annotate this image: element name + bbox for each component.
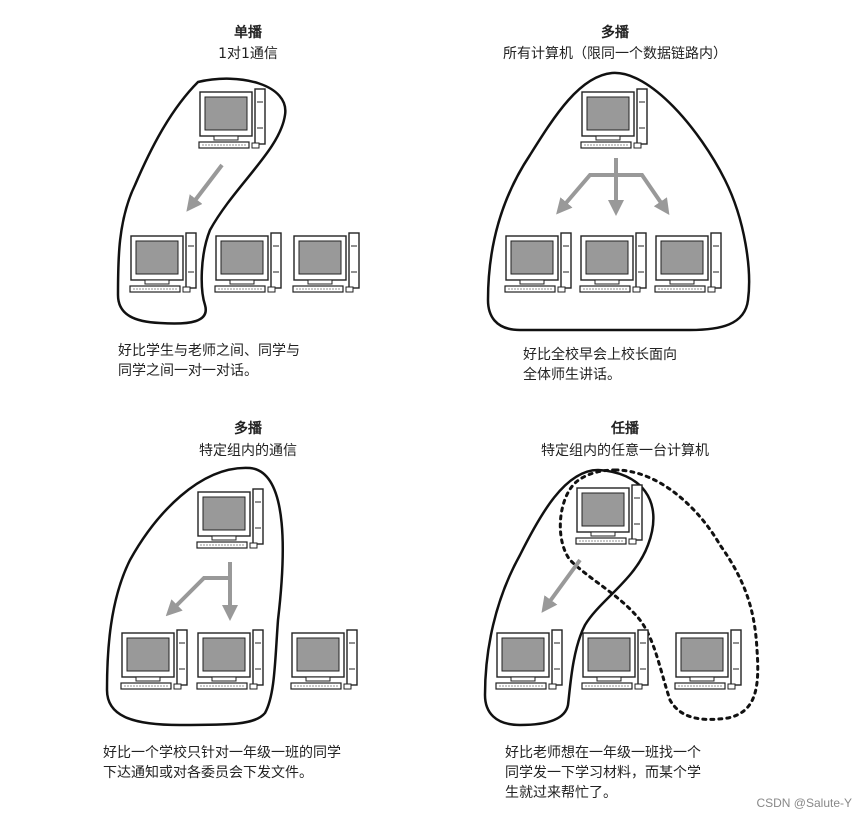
unicast-group-boundary	[116, 77, 287, 325]
caption-line: 同学之间一对一对话。	[118, 363, 258, 379]
broadcast-group-boundary	[486, 71, 751, 332]
caption-line: 好比老师想在一年级一班找一个	[505, 745, 701, 761]
caption-line: 好比一个学校只针对一年级一班的同学	[103, 745, 341, 761]
caption-line: 同学发一下学习材料，而某个学	[505, 765, 701, 781]
anycast-dotted-boundary	[558, 468, 760, 721]
unicast-receiver-computer	[129, 232, 197, 293]
computer	[214, 232, 282, 293]
broadcast-arrows	[556, 158, 670, 216]
anycast-arrow	[541, 558, 582, 613]
panel-unicast-caption: 好比学生与老师之间、同学与 同学之间一对一对话。	[118, 341, 300, 381]
computer	[290, 629, 358, 690]
panel-broadcast-subtitle: 所有计算机（限同一个数据链路内）	[503, 46, 727, 62]
computer	[579, 232, 647, 293]
panel-multicast-subtitle: 特定组内的通信	[199, 443, 297, 459]
anycast-receiver-computer	[495, 629, 563, 690]
panel-anycast-caption: 好比老师想在一年级一班找一个 同学发一下学习材料，而某个学 生就过来帮忙了。	[505, 743, 701, 803]
panel-unicast-subtitle: 1对1通信	[218, 46, 278, 62]
panel-multicast-caption: 好比一个学校只针对一年级一班的同学 下达通知或对各委员会下发文件。	[103, 743, 341, 783]
computer	[654, 232, 722, 293]
panel-broadcast-caption: 好比全校早会上校长面向 全体师生讲话。	[523, 345, 677, 385]
caption-line: 好比学生与老师之间、同学与	[118, 343, 300, 359]
multicast-arrows	[165, 562, 238, 621]
caption-line: 好比全校早会上校长面向	[523, 347, 677, 363]
computer	[504, 232, 572, 293]
multicast-receiver-computer	[120, 629, 188, 690]
panel-unicast-title: 单播	[234, 25, 262, 41]
unicast-arrow	[186, 163, 224, 212]
multicast-receiver-computer	[196, 629, 264, 690]
panel-anycast-title: 任播	[611, 421, 639, 437]
watermark: CSDN @Salute-Y	[756, 796, 852, 810]
broadcast-sender-computer	[580, 88, 648, 149]
panel-broadcast-title: 多播	[601, 25, 629, 41]
caption-line: 下达通知或对各委员会下发文件。	[103, 765, 313, 781]
anycast-group-boundary	[483, 468, 655, 727]
panel-multicast-title: 多播	[234, 421, 262, 437]
caption-line: 全体师生讲话。	[523, 367, 621, 383]
unicast-sender-computer	[198, 88, 266, 149]
computer	[674, 629, 742, 690]
multicast-sender-computer	[196, 488, 264, 549]
anycast-sender-computer	[575, 484, 643, 545]
computer	[292, 232, 360, 293]
computer	[581, 629, 649, 690]
caption-line: 生就过来帮忙了。	[505, 785, 617, 801]
panel-anycast-subtitle: 特定组内的任意一台计算机	[541, 443, 709, 459]
multicast-group-boundary	[105, 466, 285, 727]
